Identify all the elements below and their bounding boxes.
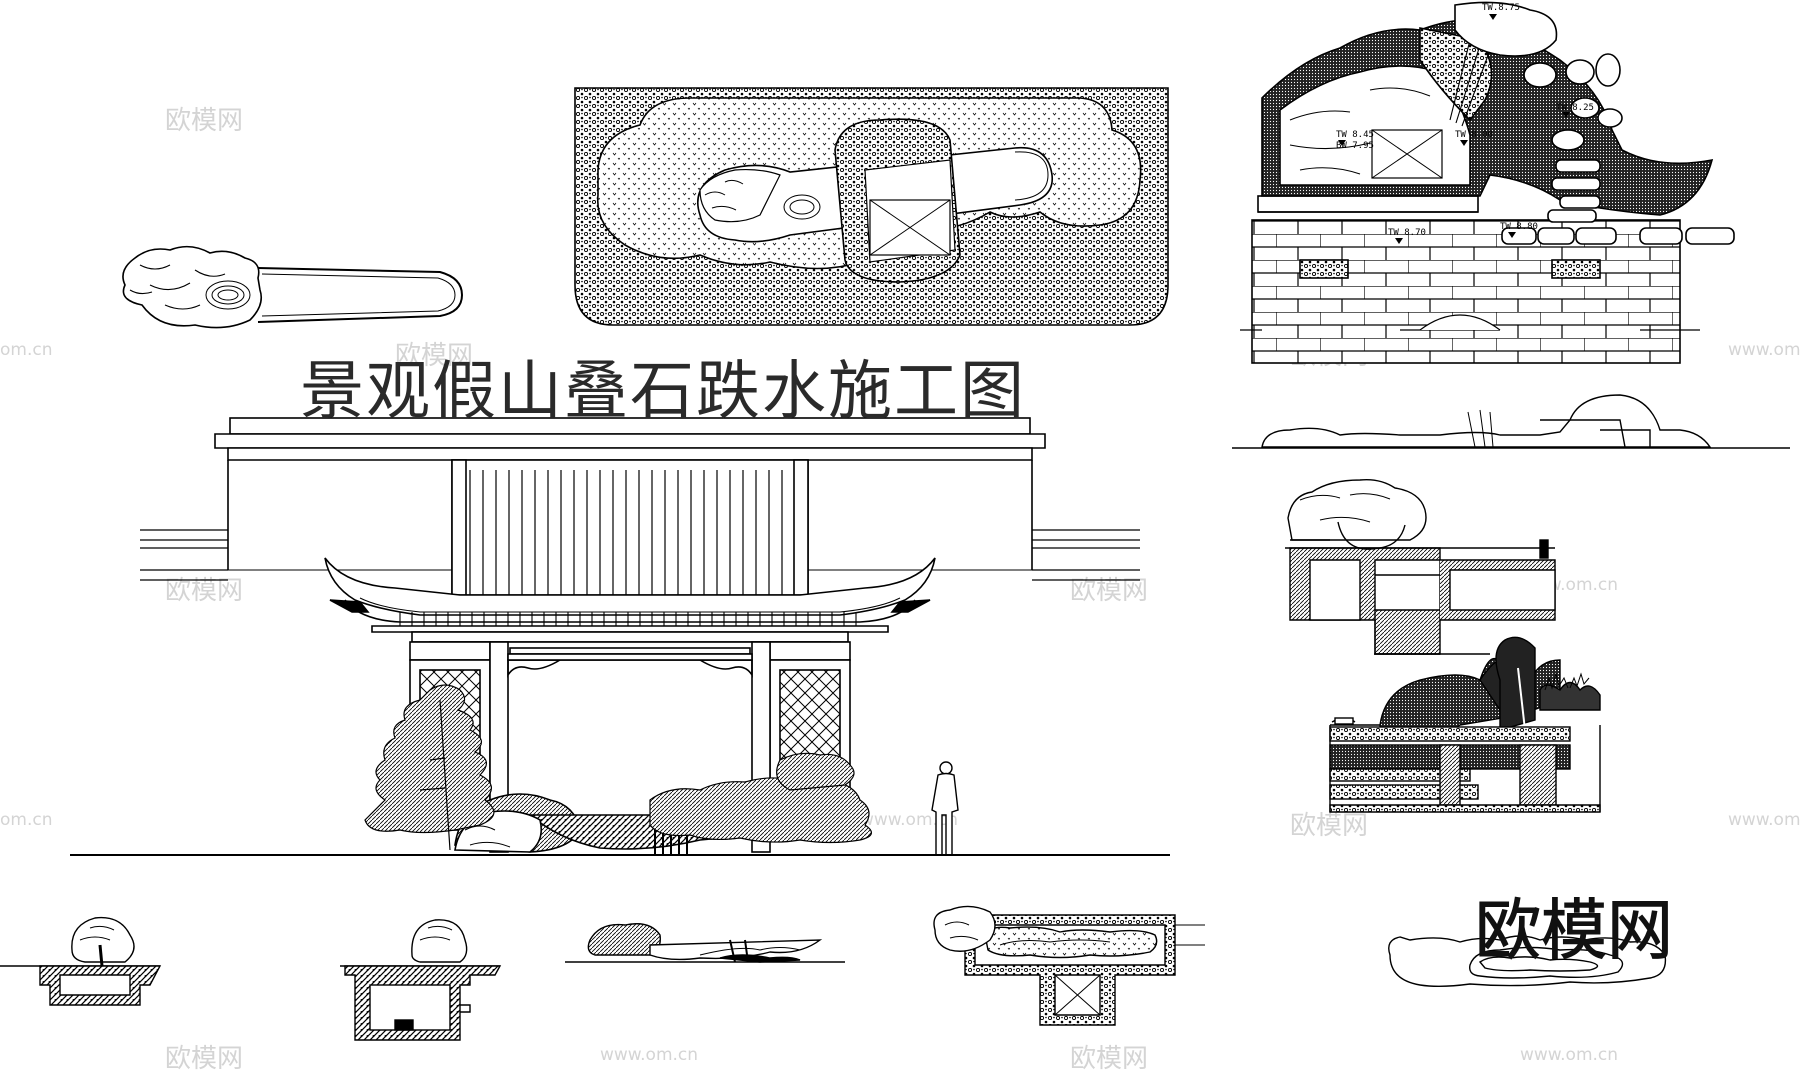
watermark-url: om.cn — [0, 340, 53, 360]
watermark: 欧模网 — [165, 106, 244, 136]
waterfall-elevation — [1240, 1, 1735, 364]
watermark: 欧模网 — [1070, 576, 1149, 606]
watermark-url: www.om.cn — [1728, 810, 1800, 830]
pond-plan — [1388, 935, 1667, 987]
elevation-label: TW 8.70 — [1388, 228, 1426, 238]
section-b — [340, 919, 502, 1041]
person-figure — [931, 761, 959, 856]
watermark: 欧模网 — [395, 341, 474, 371]
long-section — [1232, 394, 1790, 449]
elevation-label: TW 8.00 — [1455, 130, 1493, 140]
watermark-url: om.cn — [0, 810, 53, 830]
watermark-url: www.om.cn — [860, 810, 959, 830]
watermark-url: www.om.cn — [1520, 1045, 1619, 1065]
drawing-title: 景观假山叠石跌水施工图 — [300, 355, 1026, 429]
section-a — [0, 916, 162, 1006]
elevation-markers — [1338, 14, 1570, 244]
pine-tree-left — [364, 684, 495, 851]
dark-waterfall-section — [1329, 636, 1601, 813]
elevation-label: TW 8.25 — [1556, 103, 1594, 113]
section-d — [933, 905, 1205, 1026]
gate-elevation — [140, 417, 1140, 855]
pine-tree-right — [649, 752, 872, 844]
watermark: 欧模网 — [165, 576, 244, 606]
brand-logo-text: 欧模网 — [1475, 892, 1674, 970]
watermark-url: www.om.cn — [600, 1045, 699, 1065]
elevation-label: TW.8.75 — [1482, 3, 1520, 13]
watermark: 欧模网 — [1290, 811, 1369, 841]
large-plan — [574, 87, 1169, 326]
bowl-section — [1285, 478, 1556, 655]
small-pool-plan — [122, 245, 464, 329]
elevation-label: TW 8.80 — [1500, 222, 1538, 232]
watermark-url: www.om.cn — [1728, 340, 1800, 360]
elevation-label: BW 7.95 — [1336, 141, 1374, 151]
elevation-label: TW 8.45 — [1336, 130, 1374, 140]
section-c — [565, 923, 845, 963]
